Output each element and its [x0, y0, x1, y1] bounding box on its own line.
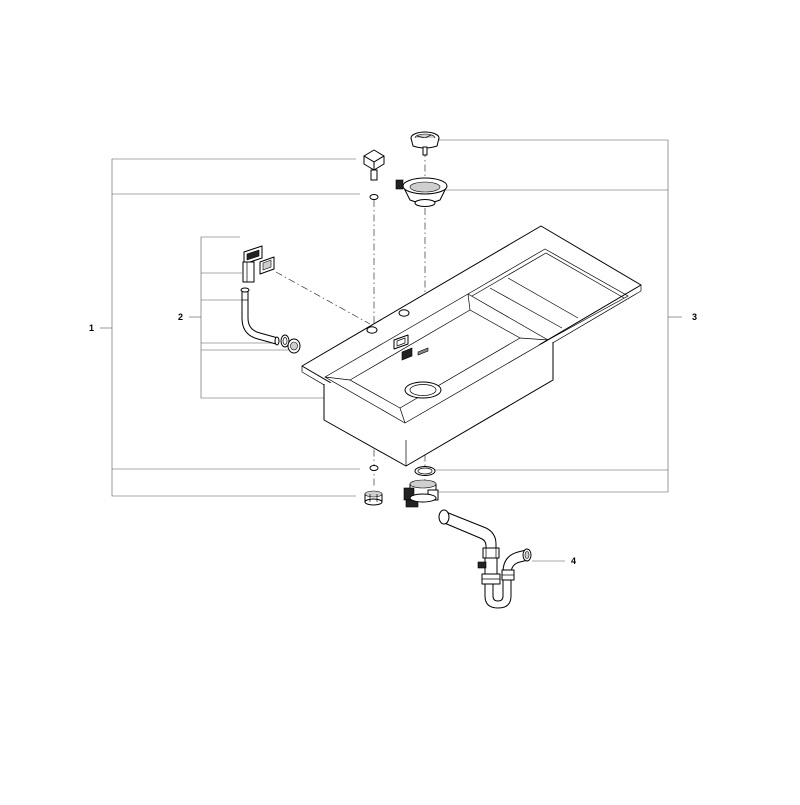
callout-number-1: 1 [89, 323, 95, 333]
strainer-plug [410, 131, 440, 156]
leader-lines-callout-3 [434, 139, 682, 493]
hose-ring [280, 334, 290, 348]
leader-lines-callout-2 [189, 236, 404, 399]
siphon-trap [438, 509, 532, 609]
hose-nut [287, 338, 301, 354]
drain-outlet-body [403, 479, 439, 508]
overflow-hose [240, 287, 280, 346]
callout-number-2: 2 [178, 312, 184, 322]
callout-number-4: 4 [571, 556, 577, 566]
overflow-gasket [259, 256, 275, 275]
knob-nut [364, 490, 383, 506]
pop-up-knob [363, 149, 385, 181]
o-ring-upper [369, 194, 379, 200]
callout-number-3: 3 [692, 312, 698, 322]
overflow-housing [242, 261, 255, 283]
drain-gasket [414, 466, 436, 476]
strainer-basket [395, 177, 448, 207]
overflow-cover [243, 245, 263, 265]
sink-basin-with-drainboard [301, 225, 642, 467]
o-ring-lower [369, 465, 379, 471]
leader-lines-callout-1 [100, 158, 360, 497]
